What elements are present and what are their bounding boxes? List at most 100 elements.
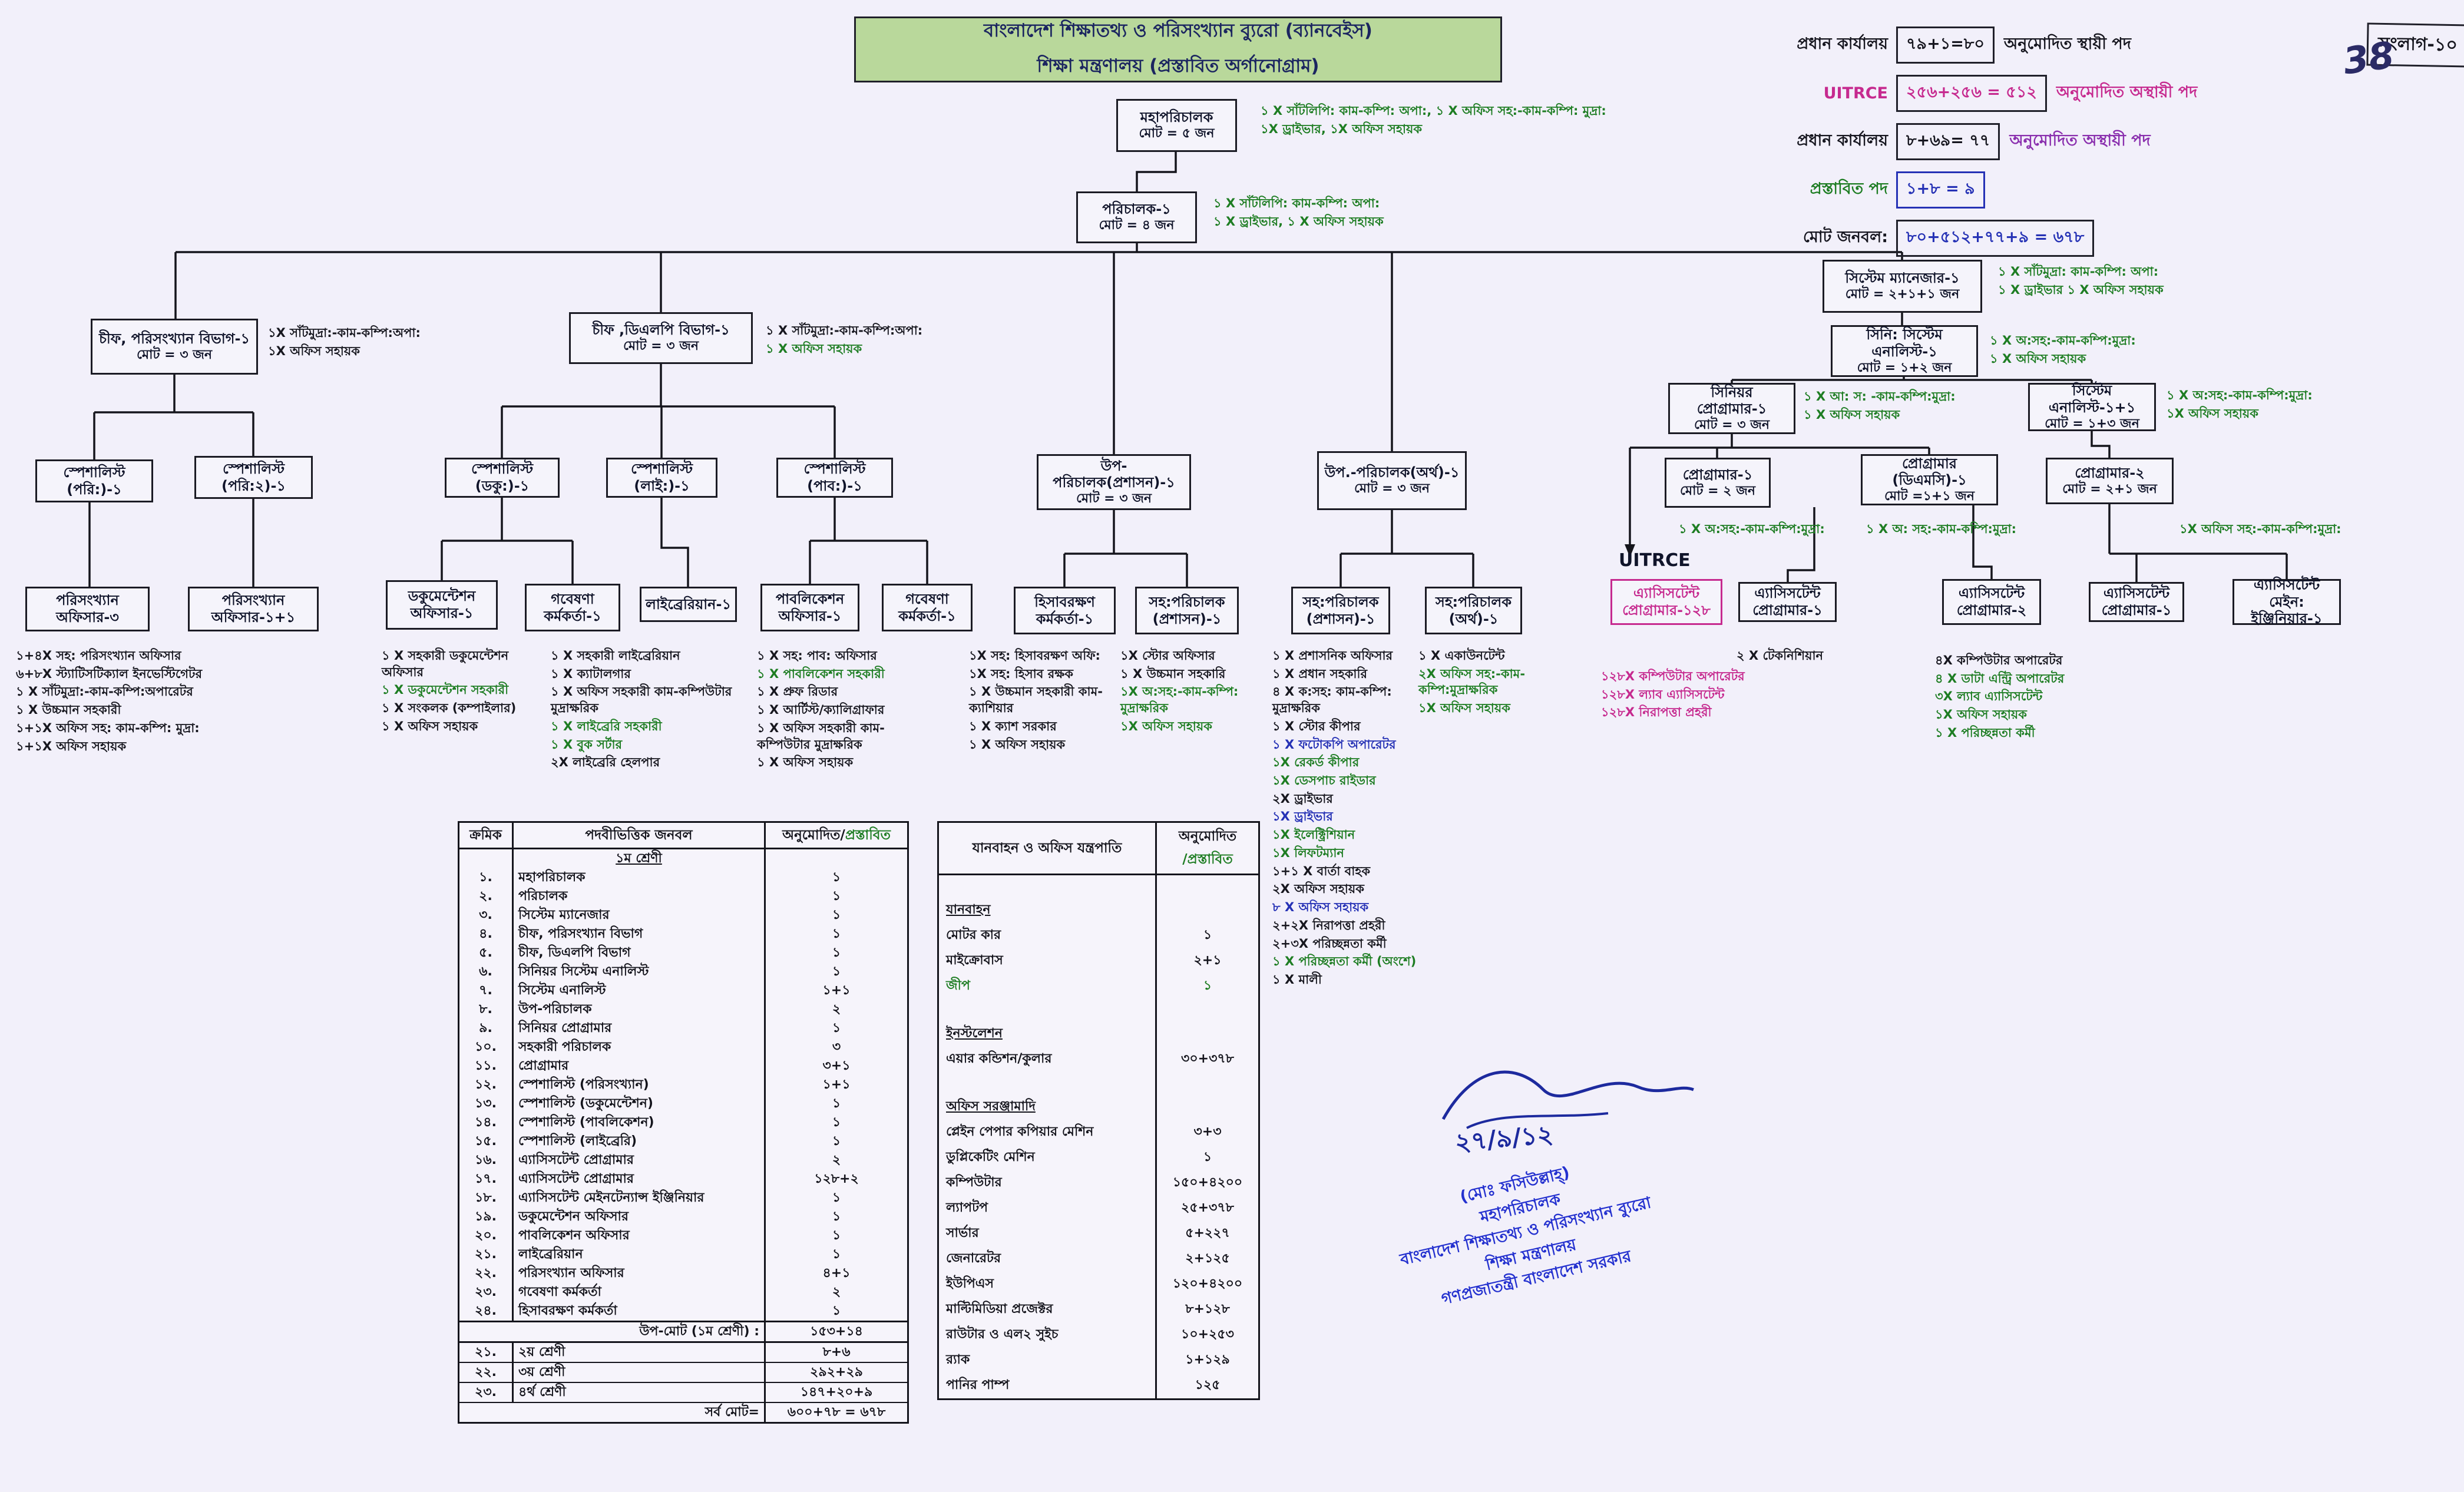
- note-line: ১ X ক্যাশ সরকার: [969, 719, 1057, 733]
- table-row: ১. মহাপরিচালক ১: [459, 868, 907, 887]
- table-row: [939, 1072, 1258, 1094]
- page-title: বাংলাদেশ শিক্ষাতথ্য ও পরিসংখ্যান ব্যুরো …: [854, 16, 1502, 82]
- note-line: ১X ড্রাইভার, ১X অফিস সহায়ক: [1261, 121, 1423, 136]
- note-line: ১ X আর্টিস্ট/ক্যালিগ্রাফার: [757, 703, 885, 717]
- note-line: ১X লিফটম্যান: [1272, 845, 1344, 860]
- staff-table-group-label: ১ম শ্রেণী: [459, 849, 907, 868]
- equipment-table-body: যানবাহন মোটর কার ১ মাইক্রোবাস ২+১ জীপ ১: [939, 875, 1258, 1398]
- node-publication-officer: পাবলিকেশন অফিসার-১: [760, 584, 859, 631]
- table-row: ৩. সিস্টেম ম্যানেজার ১: [459, 906, 907, 925]
- staff-table-grand-total: সর্ব মোট= ৬০০+৭৮ = ৬৭৮: [459, 1403, 907, 1422]
- node-statistics-officer-1-1: পরিসংখ্যান অফিসার-১+১: [188, 587, 319, 631]
- note-line: ২X ড্রাইভার: [1272, 791, 1333, 806]
- note-line: ১X সহ: হিসাব রক্ষক: [969, 666, 1074, 681]
- node-chief-statistics: চীফ, পরিসংখ্যান বিভাগ-১ মোট = ৩ জন: [91, 319, 258, 375]
- note-line: ১+১ X বার্তা বাহক: [1272, 864, 1371, 878]
- table-row: [939, 875, 1258, 898]
- note-director-general: ১ X সাঁটলিপি: কাম-কম্পি: অপা:, ১ X অফিস …: [1261, 103, 1779, 139]
- table-row: ১৭. এ্যাসিসটেন্ট প্রোগ্রামার ১২৮+২: [459, 1170, 907, 1189]
- node-system-manager: সিস্টেম ম্যানেজার-১ মোট = ২+১+১ জন: [1823, 260, 1982, 313]
- note-line: ১ X অফিস সহায়ক: [382, 719, 478, 733]
- table-row: ২১. লাইব্রেরিয়ান ১: [459, 1245, 907, 1264]
- note-line: ২X অফিস সহায়ক: [1272, 882, 1364, 896]
- node-accounts-officer: হিসাবরক্ষণ কর্মকর্তা-১: [1014, 587, 1116, 634]
- note-line: ১ X ক্যাটালগার: [551, 666, 631, 681]
- note-line: ১ X অফিস সহায়ক: [1990, 351, 2086, 366]
- note-line: ১ X সাঁটমুদ্রা:-কাম-কম্পি:অপারেটর: [16, 684, 193, 699]
- table-row: ২. পরিচালক ১: [459, 887, 907, 906]
- note-line: ১X অফিস সহায়ক: [2167, 406, 2258, 421]
- note-line: ৪ X ক:সহ: কাম-কম্পি: মুদ্রাক্ষরিক: [1272, 684, 1392, 716]
- table-row: এয়ার কন্ডিশন/কুলার ৩০+৩৭৮: [939, 1047, 1258, 1072]
- note-line: ১X ইলেক্ট্রিশিয়ান: [1272, 828, 1355, 842]
- table-row: র‌্যাক ১+১২৯: [939, 1348, 1258, 1373]
- table-row: ইনস্টলেশন: [939, 1021, 1258, 1047]
- node-senior-system-analyst: সিনি: সিস্টেম এনালিস্ট-১ মোট = ১+২ জন: [1831, 325, 1978, 377]
- note-senior-system-analyst: ১ X অ:সহ:-কাম-কম্পি:মুদ্রা:১ X অফিস সহায…: [1990, 333, 2225, 369]
- table-row: মাল্টিমিডিয়া প্রজেক্টর ৮+১২৮: [939, 1297, 1258, 1322]
- table-row: যানবাহন: [939, 898, 1258, 923]
- staff-table: ক্রমিক পদবীভিত্তিক জনবল অনুমোদিত/প্রস্তা…: [458, 821, 909, 1424]
- note-line: ১ X অফিস সহায়ক: [969, 737, 1066, 752]
- note-line: ১ X প্রশাসনিক অফিসার: [1272, 649, 1393, 663]
- node-programmer-2: প্রোগ্রামার-২ মোট = ২+১ জন: [2046, 458, 2174, 504]
- note-line: ১ X পাবলিকেশন সহকারী: [757, 666, 885, 681]
- stat-proposed-posts: প্রস্তাবিত পদ ১+৮ = ৯: [1741, 171, 2197, 209]
- table-row: ১১. প্রোগ্রামার ৩+১: [459, 1057, 907, 1076]
- note-line: ১২৮X ল্যাব এ্যাসিসটেন্ট: [1601, 687, 1725, 702]
- note-line: ১ X প্রধান সহকারি: [1272, 666, 1368, 681]
- table-row: প্লেইন পেপার কপিয়ার মেশিন ৩+৩: [939, 1120, 1258, 1145]
- table-row: ল্যাপটপ ২৫+৩৭৮: [939, 1196, 1258, 1221]
- node-deputy-director-admin: উপ-পরিচালক(প্রশাসন)-১ মোট = ৩ জন: [1037, 454, 1191, 510]
- table-row: ১৬. এ্যাসিসটেন্ট প্রোগ্রামার ২: [459, 1151, 907, 1170]
- table-row: ডুপ্লিকেটিং মেশিন ১: [939, 1145, 1258, 1170]
- note-line: ১ X মালী: [1272, 972, 1322, 987]
- note-line: ১ X ফটোকপি অপারেটর: [1272, 737, 1396, 752]
- note-programmer-dmc: ১ X অ: সহ:-কাম-কম্পি:মুদ্রা:: [1866, 521, 2031, 540]
- stat-approved-temporary: প্রধান কার্যালয় ৮+৬৯= ৭৭ অনুমোদিত অস্থা…: [1741, 123, 2197, 160]
- table-row: ১৮. এ্যাসিসটেন্ট মেইনটেন্যান্স ইঞ্জিনিয়…: [459, 1189, 907, 1208]
- table-row: ৯. সিনিয়র প্রোগ্রামার ১: [459, 1019, 907, 1038]
- note-line: ১X স্টোর অফিসার: [1120, 649, 1215, 663]
- handwritten-number: 38: [2340, 33, 2397, 83]
- node-specialist-stat-1: স্পেশালিস্ট (পরি:)-১: [35, 459, 153, 502]
- table-row: কম্পিউটার ১৫০+৪২০০: [939, 1170, 1258, 1196]
- table-row: মাইক্রোবাস ২+১: [939, 948, 1258, 974]
- note-system-manager: ১ X সাঁটমুদ্রা: কাম-কম্পি: অপা:১ X ড্রাই…: [1998, 264, 2251, 300]
- table-row: জীপ ১: [939, 974, 1258, 999]
- note-line: ১ X প্রুফ রিডার: [757, 684, 838, 699]
- note-line: ১X অফিস সহায়ক: [1120, 719, 1212, 733]
- node-assistant-programmer-1b: এ্যাসিসটেন্ট প্রোগ্রামার-১: [2089, 582, 2184, 622]
- table-row: ৪. চীফ, পরিসংখ্যান বিভাগ ১: [459, 925, 907, 944]
- table-row: ৭. সিস্টেম এনালিস্ট ১+১: [459, 981, 907, 1000]
- note-line: ১ X লাইব্রেরি সহকারী: [551, 719, 662, 733]
- note-line: ১ X অফিস সহায়ক: [1804, 407, 1900, 422]
- node-senior-programmer: সিনিয়র প্রোগ্রামার-১ মোট = ৩ জন: [1668, 383, 1795, 434]
- note-line: ১ X অফিস সহায়ক: [757, 755, 854, 770]
- title-line-2: শিক্ষা মন্ত্রণালয় (প্রস্তাবিত অর্গানোগ্…: [1037, 55, 1319, 77]
- uitrce-label: UITRCE: [1619, 550, 1691, 571]
- table-row: ১৩. স্পেশালিস্ট (ডকুমেন্টেশন) ১: [459, 1094, 907, 1113]
- note-line: ২+৩X পরিচ্ছন্নতা কর্মী: [1272, 936, 1387, 951]
- stat-value-box: ১+৮ = ৯: [1896, 171, 1985, 209]
- node-documentation-officer: ডকুমেন্টেশন অফিসার-১: [386, 580, 498, 630]
- staff-table-class-rows: ২১. ২য় শ্রেণী ৮+৬ ২২. ৩য় শ্রেণী ২৯২+২৯…: [459, 1343, 907, 1403]
- staff-table-subtotal: উপ-মোট (১ম শ্রেণী) : ১৫৩+১৪: [459, 1321, 907, 1343]
- note-line: ১+৪X সহ: পরিসংখ্যান অফিসার: [16, 649, 181, 663]
- table-row: রাউটার ও এল২ সুইচ ১০+২৫৩: [939, 1322, 1258, 1348]
- note-line: ২ X টেকনিশিয়ান: [1737, 649, 1824, 663]
- node-assistant-director-admin-1: সহ:পরিচালক (প্রশাসন)-১: [1135, 587, 1239, 634]
- note-accounts-staff: ১X সহ: হিসাবরক্ষণ অফি:১X সহ: হিসাব রক্ষক…: [969, 648, 1110, 755]
- note-line: ১ X অ:সহ:-কাম-কম্পি:মুদ্রা:: [1679, 522, 1825, 536]
- note-line: ১ X আ: স: -কাম-কম্পি:মুদ্রা:: [1804, 389, 1956, 403]
- node-statistics-officer-3: পরিসংখ্যান অফিসার-৩: [25, 587, 150, 631]
- staff-table-body: ১. মহাপরিচালক ১ ২. পরিচালক ১ ৩. সিস্টেম …: [459, 868, 907, 1321]
- table-row: ২০. পাবলিকেশন অফিসার ১: [459, 1226, 907, 1245]
- signature-scribble: [1441, 1070, 1694, 1129]
- note-line: ১+১X অফিস সহ: কাম-কম্পি: মুদ্রা:: [16, 720, 200, 735]
- node-assistant-director-admin-2: সহ:পরিচালক (প্রশাসন)-১: [1291, 587, 1390, 634]
- note-line: ১ X অফিস সহকারী কাম-কম্পিউটার মুদ্রাক্ষর…: [757, 720, 885, 752]
